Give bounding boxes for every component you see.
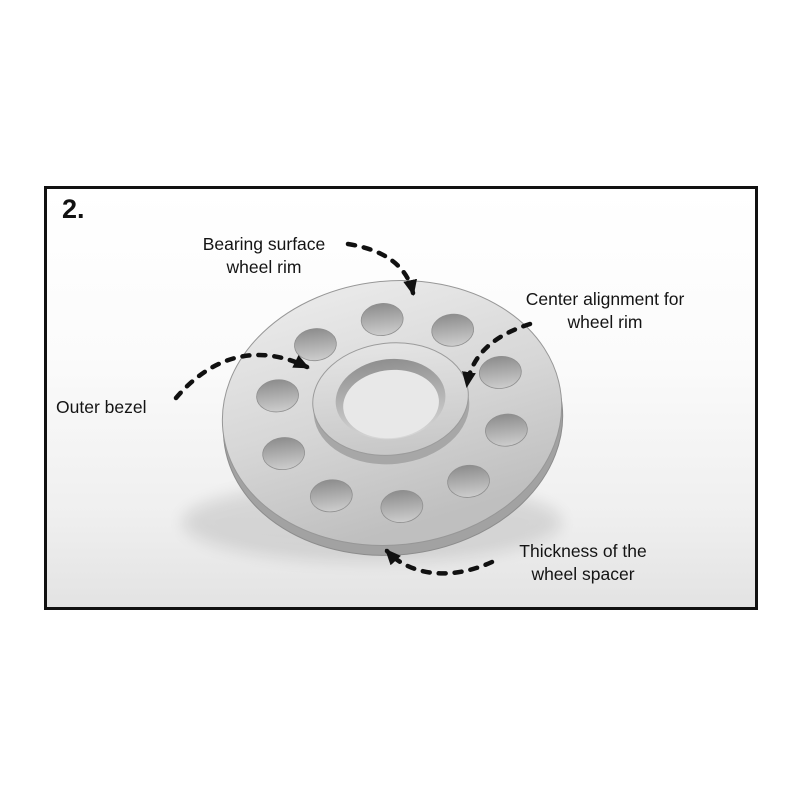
label-bearing-surface: Bearing surface wheel rim bbox=[202, 234, 326, 277]
label-outer-bezel: Outer bezel bbox=[56, 397, 147, 417]
label-center-alignment: Center alignment for wheel rim bbox=[525, 289, 685, 332]
label-thickness: Thickness of the wheel spacer bbox=[519, 541, 647, 584]
step-number: 2. bbox=[62, 194, 85, 224]
